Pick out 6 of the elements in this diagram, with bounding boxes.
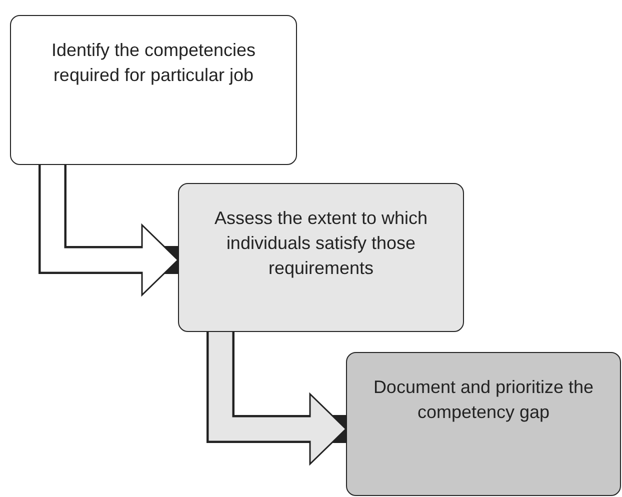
step-text: Assess the extent to which individuals satisfy those requirements [213, 207, 429, 280]
step-text: Document and prioritize the competency gap [372, 376, 595, 424]
process-box [346, 352, 621, 496]
process-box [178, 183, 464, 332]
step-text: Identify the competencies required for particular job [50, 39, 257, 87]
process-box [10, 15, 297, 165]
